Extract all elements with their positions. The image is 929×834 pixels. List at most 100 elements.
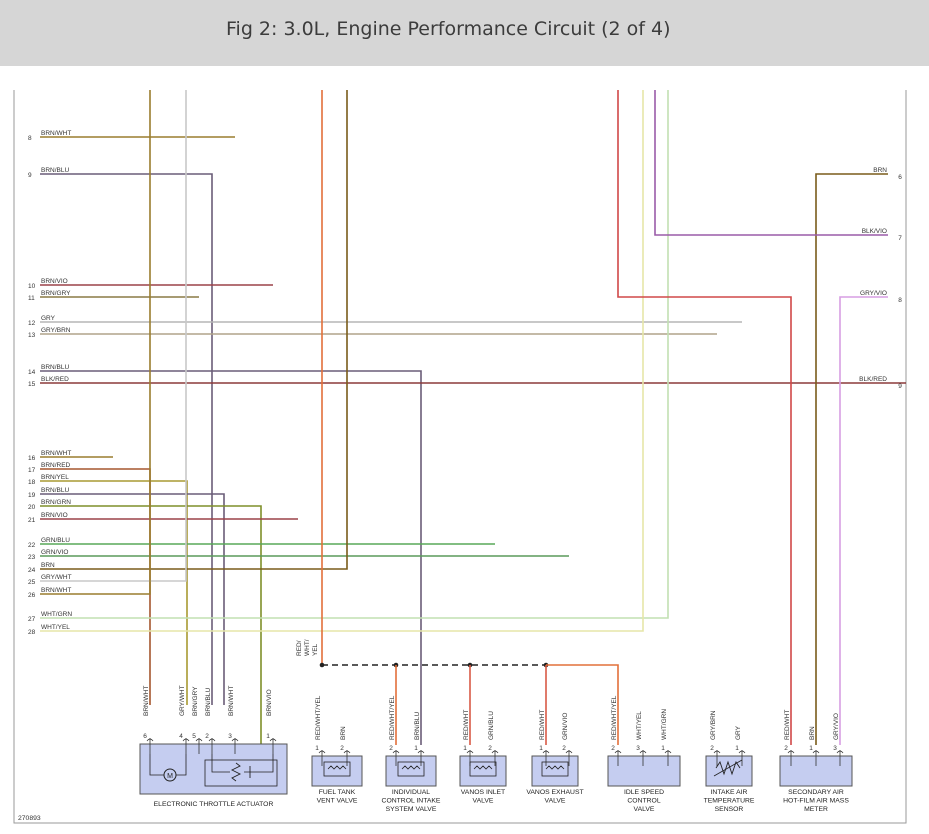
pin-number-left: 26 [28, 592, 36, 599]
coil-icon [327, 765, 347, 770]
potentiometer-icon [230, 762, 242, 782]
individual-control-intake-system-valve-box [385, 755, 437, 787]
pin-number-left: 24 [28, 567, 36, 574]
pin-number: 3 [636, 745, 640, 752]
pin-number: 1 [661, 745, 665, 752]
pin-number: 1 [735, 745, 739, 752]
secondary-air-hot-film-air-mass-meter-label: HOT-FILM AIR MASS [783, 798, 849, 805]
fuel-tank-vent-valve-label: FUEL TANK [319, 789, 356, 796]
pin-number: 5 [192, 733, 196, 740]
pin-number-left: 15 [28, 381, 36, 388]
wire-left-pin-9 [40, 173, 213, 705]
wire-label-right: GRY/VIO [860, 290, 887, 297]
motor-lead [176, 754, 187, 776]
pin-number-left: 13 [28, 332, 36, 339]
vanos-exhaust-valve-box [531, 755, 579, 787]
wire-label-left: BRN/VIO [41, 512, 68, 519]
pin-wire-label: BRN/WHT [228, 686, 235, 716]
wire-label-left: BRN/GRN [41, 499, 71, 506]
pin-number-left: 25 [28, 579, 36, 586]
coil-icon [401, 765, 421, 770]
vanos-inlet-valve [459, 750, 507, 787]
vanos-inlet-valve-box [459, 755, 507, 787]
idle-speed-control-valve [607, 750, 681, 787]
coil-icon [545, 765, 565, 770]
pin-number-left: 22 [28, 542, 36, 549]
pin-number: 6 [143, 733, 147, 740]
wire-label-left: WHT/GRN [41, 611, 72, 618]
individual-control-intake-system-valve-label: CONTROL INTAKE [382, 798, 441, 805]
vanos-inlet-valve-label: VALVE [473, 798, 494, 805]
intake-air-temperature-sensor-box [705, 755, 753, 787]
coil-icon [473, 765, 493, 770]
wire-label-left: BRN/GRY [41, 290, 71, 297]
pin-wire-label: BRN/WHT [143, 686, 150, 716]
potentiometer-frame [204, 759, 278, 787]
pin-wire-label: GRN/VIO [562, 713, 569, 740]
pot-lead [244, 754, 274, 773]
splice-node [319, 662, 325, 668]
fuel-tank-vent-valve [311, 750, 363, 787]
thermistor-slash [713, 759, 743, 777]
pin-wire-label: BRN/VIO [266, 689, 273, 716]
pin-number-right: 8 [898, 297, 902, 304]
pin-number: 3 [228, 733, 232, 740]
idle-speed-control-valve-label: VALVE [634, 806, 655, 813]
motor-lead [149, 754, 164, 776]
wire-left-pin-26 [40, 90, 151, 595]
wire-splice-isc [546, 664, 619, 745]
pin-number: 2 [611, 745, 615, 752]
pin-number-left: 9 [28, 172, 32, 179]
wire-right-pin-7 [654, 90, 888, 236]
idle-speed-control-valve-label: CONTROL [627, 798, 660, 805]
electronic-throttle-actuator [139, 738, 288, 795]
intake-air-temperature-sensor-label: TEMPERATURE [704, 798, 755, 805]
pin-number: 2 [710, 745, 714, 752]
secondary-air-hot-film-air-mass-meter-label: SECONDARY AIR [788, 789, 844, 796]
pin-number-left: 11 [28, 295, 35, 302]
solenoid-icon [541, 761, 569, 777]
pin-number: 1 [539, 745, 543, 752]
intake-air-temperature-sensor-label: INTAKE AIR [711, 789, 748, 796]
intake-air-temperature-sensor-label: SENSOR [715, 806, 744, 813]
pin-number-left: 21 [28, 517, 36, 524]
pin-wire-label: GRY/BRN [710, 710, 717, 740]
pin-wire-label: RED/WHT/YEL [611, 695, 618, 740]
wire-label-left: BRN/BLU [41, 364, 69, 371]
motor-letter: M [167, 773, 173, 780]
pin-number: 2 [784, 745, 788, 752]
wire-left-pin-28 [40, 90, 644, 632]
wire-label-left: BRN [41, 562, 55, 569]
pin-number: 4 [179, 733, 183, 740]
wire-label-right: BLK/RED [859, 376, 887, 383]
pin-number: 2 [389, 745, 393, 752]
wire-label-left: GRN/BLU [41, 537, 70, 544]
title-bar: Fig 2: 3.0L, Engine Performance Circuit … [0, 0, 929, 66]
pin-number-left: 28 [28, 629, 36, 636]
wire-label-right: BRN [873, 167, 887, 174]
pin-number: 2 [205, 733, 209, 740]
individual-control-intake-system-valve [385, 750, 437, 787]
pin-number: 2 [488, 745, 492, 752]
pin-number-left: 20 [28, 504, 36, 511]
wire-label-right: BLK/VIO [862, 228, 887, 235]
pin-wire-label: BRN/BLU [414, 712, 421, 740]
wire-right-pin-8 [839, 296, 888, 745]
pin-number-left: 8 [28, 135, 32, 142]
secondary-air-hot-film-air-mass-meter-label: METER [804, 806, 828, 813]
wire-label-left: GRY [41, 315, 56, 322]
pin-wire-label: RED/WHT [539, 710, 546, 740]
wire-left-pin-27 [40, 90, 669, 619]
pin-wire-label: GRN/BLU [488, 711, 495, 740]
electronic-throttle-actuator-box [139, 743, 288, 795]
wire-label-left: GRY/WHT [41, 574, 72, 581]
solenoid-icon [397, 761, 425, 777]
figure-id: 270893 [18, 815, 41, 822]
vanos-exhaust-valve-label: VANOS EXHAUST [526, 789, 583, 796]
pin-number-right: 9 [898, 383, 902, 390]
wire-label-left: WHT/YEL [41, 624, 70, 631]
pin-wire-label: BRN [340, 726, 347, 740]
pin-wire-label: BRN/BLU [205, 688, 212, 716]
pin-number-left: 18 [28, 479, 36, 486]
pin-wire-label: RED/WHT [463, 710, 470, 740]
